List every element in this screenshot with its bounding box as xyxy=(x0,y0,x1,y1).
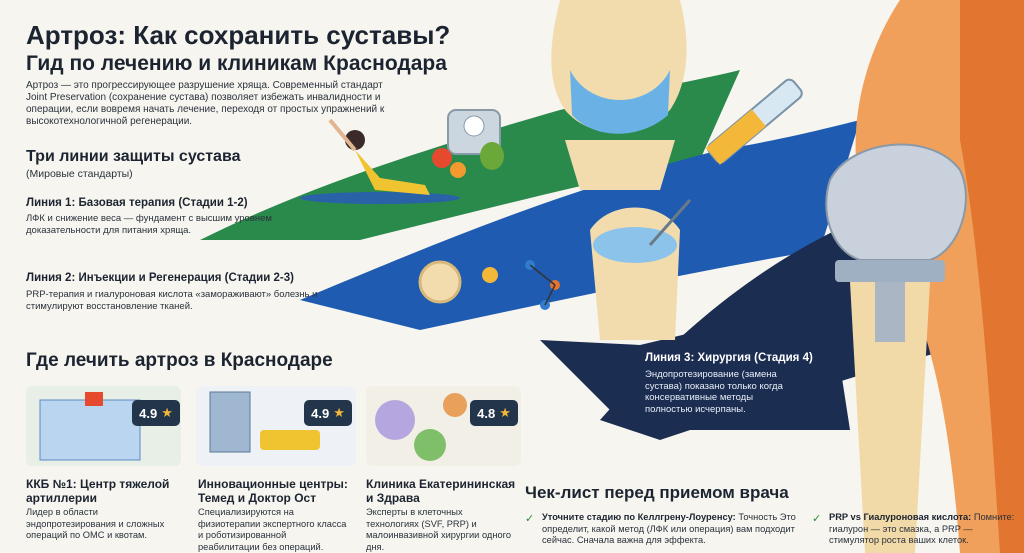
star-icon: ★ xyxy=(333,405,345,420)
line-3-title: Линия 3: Хирургия (Стадия 4) xyxy=(645,352,813,364)
checklist-item-1: Уточните стадию по Келлгрену-Лоуренсу: Т… xyxy=(542,512,797,547)
clinic-2-title: Инновационные центры: Темед и Доктор Ост xyxy=(198,477,348,505)
checklist-item-2-text: Помните: гиалурон — это смазка, а PRP — … xyxy=(829,512,1015,545)
clinic-1-rating: 4.9 xyxy=(139,405,158,421)
clinic-1-text: Лидер в области эндопротезирования и сло… xyxy=(26,507,165,540)
page-title: Артроз: Как сохранить суставы? xyxy=(26,20,451,50)
clinic-1-rating-badge: 4.9★ xyxy=(132,400,180,426)
line-3-text: Эндопротезирование (замена сустава) пока… xyxy=(645,369,783,415)
line-1-text: ЛФК и снижение веса — фундамент с высшим… xyxy=(26,213,272,236)
checklist-item-2-bold: PRP vs Гиалуроновая кислота: xyxy=(829,512,972,522)
clinic-3-rating: 4.8 xyxy=(477,405,496,421)
checklist-item-1-bold: Уточните стадию по Келлгрену-Лоуренсу: xyxy=(542,512,736,522)
clinic-3-text: Эксперты в клеточных технологиях (SVF, P… xyxy=(366,507,512,552)
page-subtitle: Гид по лечению и клиникам Краснодара xyxy=(26,52,447,75)
intro-text: Артроз — это прогрессирующее разрушение … xyxy=(26,80,385,127)
line-1-title: Линия 1: Базовая терапия (Стадии 1-2) xyxy=(26,197,248,209)
orange-leg-shade xyxy=(960,0,1024,553)
clinic-1-title: ККБ №1: Центр тяжелой артиллерии xyxy=(26,477,170,505)
navy-panel xyxy=(540,300,850,430)
syringe-illustration xyxy=(648,78,803,246)
clinic-2-text: Специализируются на физиотерапии эксперт… xyxy=(198,507,347,552)
knee-implant-illustration xyxy=(825,143,967,553)
defense-subheading: (Мировые стандарты) xyxy=(26,168,133,180)
check-icon: ✓ xyxy=(812,513,822,525)
check-icon: ✓ xyxy=(525,513,535,525)
clinic-3-rating-badge: 4.8★ xyxy=(470,400,518,426)
star-icon: ★ xyxy=(161,405,173,420)
defense-heading: Три линии защиты сустава xyxy=(26,148,241,165)
checklist-item-1-text: Точность Это определит, какой метод (ЛФК… xyxy=(542,512,796,545)
clinic-3-title: Клиника Екатерининская и Здрава xyxy=(366,477,516,505)
clinics-heading: Где лечить артроз в Краснодаре xyxy=(26,350,333,371)
exercise-figure-illustration xyxy=(300,118,460,204)
molecule-illustration xyxy=(418,260,560,310)
star-icon: ★ xyxy=(499,405,511,420)
clinic-2-rating: 4.9 xyxy=(311,405,330,421)
line-2-title: Линия 2: Инъекции и Регенерация (Стадии … xyxy=(26,272,294,284)
checklist-heading: Чек-лист перед приемом врача xyxy=(525,483,789,502)
nutrition-illustration xyxy=(432,109,504,178)
line-2-text: PRP-терапия и гиалуроновая кислота «замо… xyxy=(26,289,318,312)
clinic-2-rating-badge: 4.9★ xyxy=(304,400,352,426)
checklist-item-2: PRP vs Гиалуроновая кислота: Помните: ги… xyxy=(829,512,1019,547)
